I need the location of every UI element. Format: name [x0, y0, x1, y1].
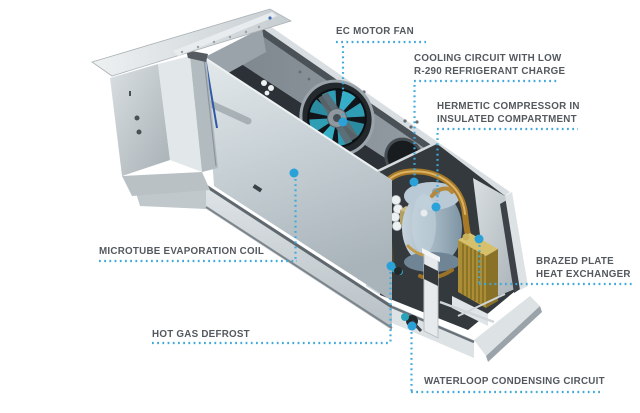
callout-brazed-plate: BRAZED PLATE HEAT EXCHANGER	[536, 256, 631, 280]
callout-ec-motor-fan: EC MOTOR FAN	[336, 26, 414, 37]
end-bracket	[110, 64, 170, 176]
marker-waterloop	[407, 321, 417, 331]
marker-microtube-coil	[289, 168, 299, 178]
flange-screws	[180, 25, 261, 54]
end-face	[158, 56, 202, 172]
callout-lines	[99, 40, 633, 394]
callout-hermetic-compressor: HERMETIC COMPRESSOR IN INSULATED COMPART…	[437, 101, 580, 125]
callout-markers	[289, 117, 484, 331]
callout-microtube-coil: MICROTUBE EVAPORATION COIL	[99, 246, 265, 257]
end-base	[122, 172, 210, 196]
marker-brazed-plate	[474, 234, 484, 244]
end-clip	[186, 50, 208, 62]
ec-motor-fan-illustration	[299, 79, 375, 157]
wall-clip	[252, 184, 263, 193]
wall-plugs	[261, 80, 274, 96]
near-rim-highlight	[204, 57, 379, 172]
base-rail-edge	[457, 293, 506, 317]
callout-waterloop: WATERLOOP CONDENSING CIRCUIT	[424, 376, 605, 387]
left-end-assembly	[91, 8, 293, 196]
marker-cooling-circuit	[409, 177, 419, 187]
support-bracket	[422, 248, 495, 339]
marker-hot-gas-defrost	[386, 261, 396, 271]
mounting-flange	[91, 8, 293, 77]
end-column	[190, 56, 218, 172]
callout-hot-gas-defrost: HOT GAS DEFROST	[152, 329, 250, 340]
marker-ec-motor-fan	[338, 117, 348, 127]
base-frame	[132, 180, 542, 362]
divider-rim	[377, 141, 437, 173]
callout-cooling-circuit: COOLING CIRCUIT WITH LOW R-290 REFRIGERA…	[414, 53, 566, 77]
marker-hermetic-compressor	[431, 202, 441, 212]
